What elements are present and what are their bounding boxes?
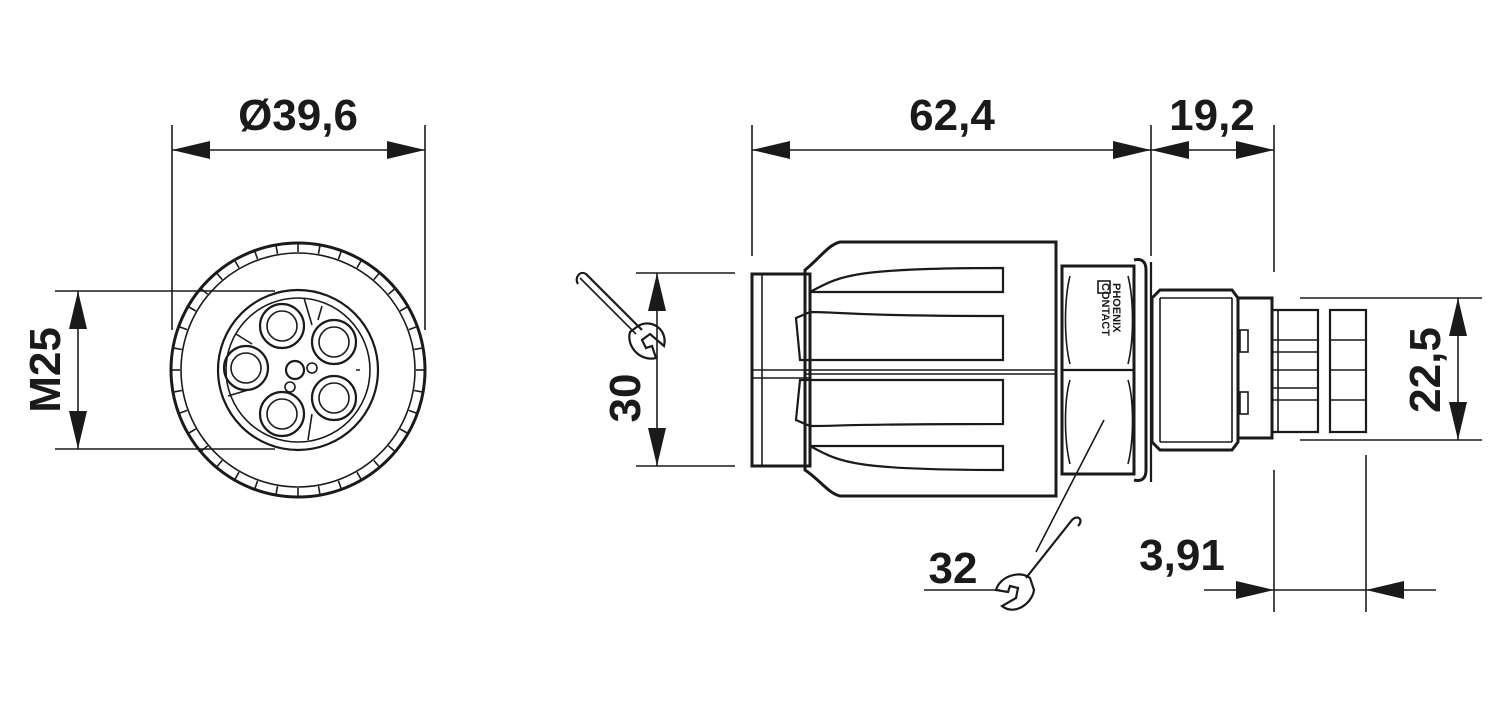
front-view xyxy=(55,125,427,499)
knurl-tick xyxy=(254,480,259,489)
knurl-tick xyxy=(399,428,408,434)
brand-contact: CONTACT xyxy=(1099,283,1111,336)
knurl-tick xyxy=(408,326,417,331)
knurl-tick xyxy=(356,260,362,269)
knurl-tick xyxy=(373,272,380,281)
knurl-tick xyxy=(373,459,380,468)
front-insert-inner xyxy=(225,297,371,443)
knurl-tick xyxy=(179,409,188,414)
front-insert xyxy=(1238,296,1274,440)
knurl-tick xyxy=(414,389,423,393)
knurl-tick xyxy=(173,347,182,351)
knurl-tick xyxy=(275,245,279,254)
knurl-tick xyxy=(179,326,188,331)
hex-nut xyxy=(1060,264,1136,476)
knurl-tick xyxy=(234,260,240,269)
knurl-tick xyxy=(387,445,396,452)
thread-offset-label: 3,91 xyxy=(1139,531,1225,580)
knurl-tick xyxy=(188,428,197,434)
front-outer-ring xyxy=(169,241,427,499)
wrench-size-label: 32 xyxy=(929,544,978,593)
width-front-label: 22,5 xyxy=(1401,327,1450,413)
knurl-tick xyxy=(399,306,408,312)
length-front-label: 19,2 xyxy=(1169,91,1255,140)
knurl-tick xyxy=(387,288,396,295)
length-main-label: 62,4 xyxy=(909,91,995,140)
brand-phoenix: PHOENIX xyxy=(1110,283,1122,333)
knurl-tick xyxy=(216,459,223,468)
thread-label: M25 xyxy=(21,327,70,413)
flange xyxy=(1133,258,1148,482)
contact-block xyxy=(1272,308,1320,434)
knurl-tick xyxy=(188,306,197,312)
knurl-tick xyxy=(173,389,182,393)
knurl-tick xyxy=(337,480,342,489)
diameter-label: Ø39,6 xyxy=(238,91,358,140)
front-knurl-ring xyxy=(180,252,416,488)
knurl-tick xyxy=(317,486,321,495)
side-view: PHOENIX CONTACT xyxy=(575,125,1482,612)
front-insert-ring xyxy=(216,288,380,452)
knurl-tick xyxy=(317,245,321,254)
knurl-tick xyxy=(337,251,342,260)
knurl-tick xyxy=(356,471,362,480)
knurl-tick xyxy=(275,486,279,495)
wrench-32-icon xyxy=(994,516,1082,611)
knurl-tick xyxy=(234,471,240,480)
wrench-30-icon xyxy=(575,271,666,360)
height-label: 30 xyxy=(601,374,650,423)
rear-cap xyxy=(750,272,812,468)
knurl-tick xyxy=(216,272,223,281)
knurl-tick xyxy=(414,347,423,351)
thread-section xyxy=(1150,288,1240,452)
main-body xyxy=(803,240,1058,498)
knurl-tick xyxy=(254,251,259,260)
knurl-tick xyxy=(408,409,417,414)
knurl-ticks xyxy=(172,244,424,496)
contact-pins xyxy=(222,297,360,441)
contact-tips xyxy=(1328,308,1368,434)
